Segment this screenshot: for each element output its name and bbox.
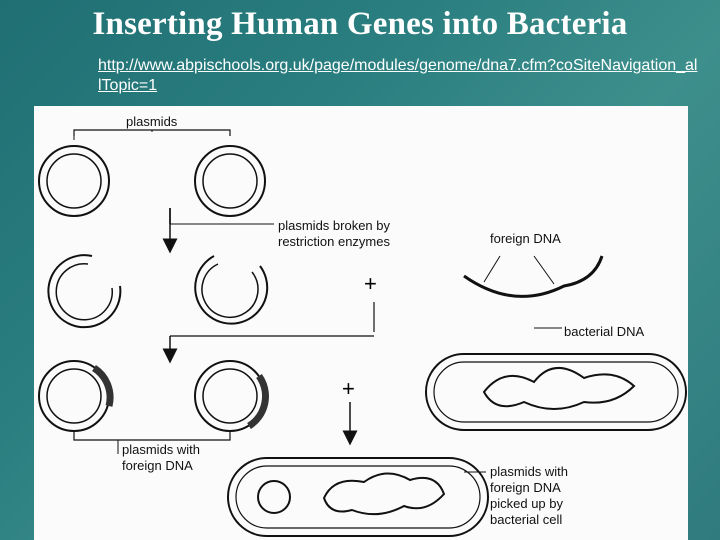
label-bacterial-dna: bacterial DNA (564, 324, 645, 339)
foreign-dna-pointers (483, 255, 555, 285)
diagram-svg: plasmids plasmids broken by restriction … (38, 114, 687, 537)
label-picked-4: bacterial cell (490, 512, 562, 527)
slide-title: Inserting Human Genes into Bacteria (92, 6, 628, 42)
label-picked-1: plasmids with (490, 464, 568, 479)
label-broken-2: restriction enzymes (278, 234, 390, 249)
label-foreign-dna: foreign DNA (490, 231, 561, 246)
source-link[interactable]: http://www.abpischools.org.uk/page/modul… (98, 57, 698, 94)
label-plasmids: plasmids (126, 114, 178, 129)
plus-sign-2: + (342, 376, 355, 401)
label-picked-3: picked up by (490, 496, 563, 511)
plus-sign-1: + (364, 271, 377, 296)
plasmid-1 (38, 145, 110, 217)
label-with-2: foreign DNA (122, 458, 193, 473)
diagram-figure: plasmids plasmids broken by restriction … (34, 106, 688, 540)
recombinant-plasmid-1 (38, 360, 114, 432)
label-picked-2: foreign DNA (490, 480, 561, 495)
label-broken-1: plasmids broken by (278, 218, 390, 233)
foreign-dna-strand (463, 255, 604, 298)
broken-plasmid-1 (47, 254, 122, 329)
broken-plasmid-2 (194, 255, 269, 325)
plasmid-2 (194, 145, 266, 217)
bacterial-cell-2 (227, 457, 489, 537)
recombinant-plasmid-2 (194, 360, 269, 432)
label-with-1: plasmids with (122, 442, 200, 457)
bacterial-cell-1 (425, 353, 687, 431)
